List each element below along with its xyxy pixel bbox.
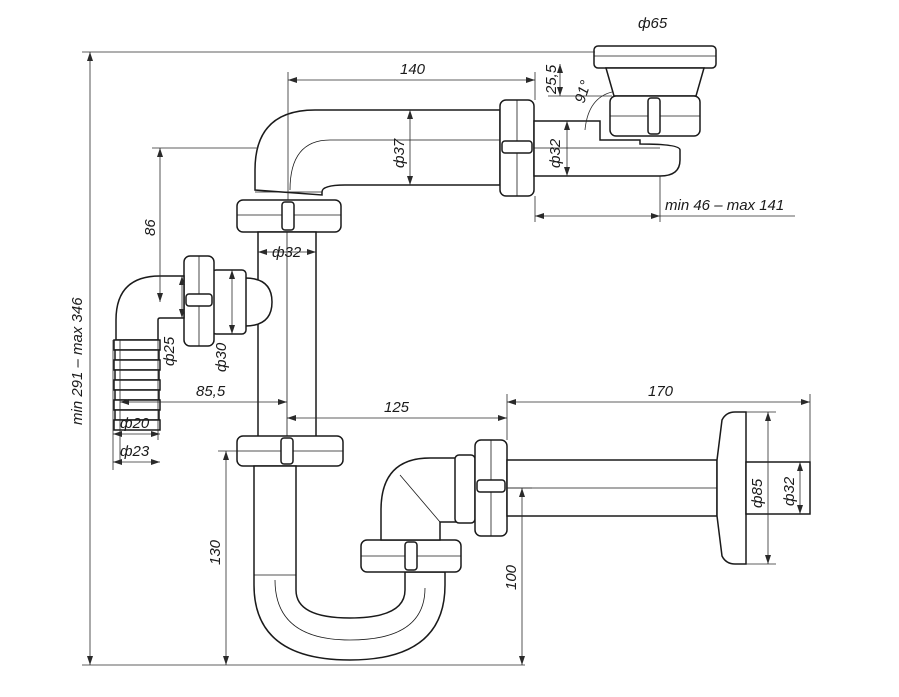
u-trap — [253, 465, 446, 661]
corrugated-hose — [113, 275, 185, 431]
dim-outlet-pipe-length: 170 — [648, 383, 674, 400]
hose-rib — [113, 359, 161, 371]
hose-rib — [114, 349, 160, 361]
dim-branch-diameter: ф32 — [547, 138, 564, 168]
dim-height-overall: min 291 – max 346 — [69, 297, 86, 425]
hose-rib — [113, 379, 161, 391]
dim-upper-pipe-diameter: ф37 — [391, 138, 408, 168]
hose-rib — [114, 369, 160, 381]
hose-rib — [113, 399, 161, 411]
dimension-labels: ф65 140 25,5 91° ф37 ф32 min 46 – max 14… — [69, 15, 798, 590]
trap-right-nut — [360, 539, 462, 573]
dimension-lines — [82, 51, 811, 666]
branch-pipe — [533, 120, 681, 177]
dim-outlet-diameter: ф65 — [638, 15, 668, 32]
dim-hose-outer-diameter: ф23 — [120, 443, 150, 460]
dim-outlet-height-from-base: 100 — [503, 564, 520, 590]
hose-rib — [113, 339, 161, 351]
vertical-pipe-top-nut — [236, 199, 342, 233]
dim-outlet-reach: min 46 – max 141 — [665, 197, 784, 214]
hose-rib — [114, 389, 160, 401]
dim-side-inlet-inner-diameter: ф25 — [161, 336, 178, 366]
trap-outlet-elbow — [380, 457, 461, 541]
outlet-pipe — [506, 459, 718, 517]
hose-rib — [113, 419, 161, 431]
dim-hose-inner-diameter: ф20 — [120, 415, 150, 432]
waste-outlet — [593, 45, 717, 137]
vertical-pipe — [257, 231, 317, 439]
dim-outlet-pipe-diameter: ф32 — [781, 476, 798, 506]
upper-right-nut — [499, 99, 535, 197]
upper-horizontal-pipe — [254, 109, 501, 196]
dim-wall-flange-diameter: ф85 — [749, 478, 766, 508]
outlet-nut — [454, 439, 508, 537]
dim-outlet-height: 25,5 — [543, 64, 560, 95]
dim-vertical-pipe-diameter: ф32 — [272, 244, 302, 261]
dim-upper-pipe-length: 140 — [400, 61, 426, 78]
dim-trap-offset: 125 — [384, 399, 410, 416]
dim-side-inlet-outer-diameter: ф30 — [213, 342, 230, 372]
dim-trap-height: 130 — [207, 539, 224, 565]
dim-angle: 91° — [572, 78, 595, 105]
vertical-pipe-bottom-nut — [236, 435, 344, 467]
dim-side-inlet-distance: 85,5 — [196, 383, 226, 400]
dim-side-height: 86 — [142, 219, 159, 236]
